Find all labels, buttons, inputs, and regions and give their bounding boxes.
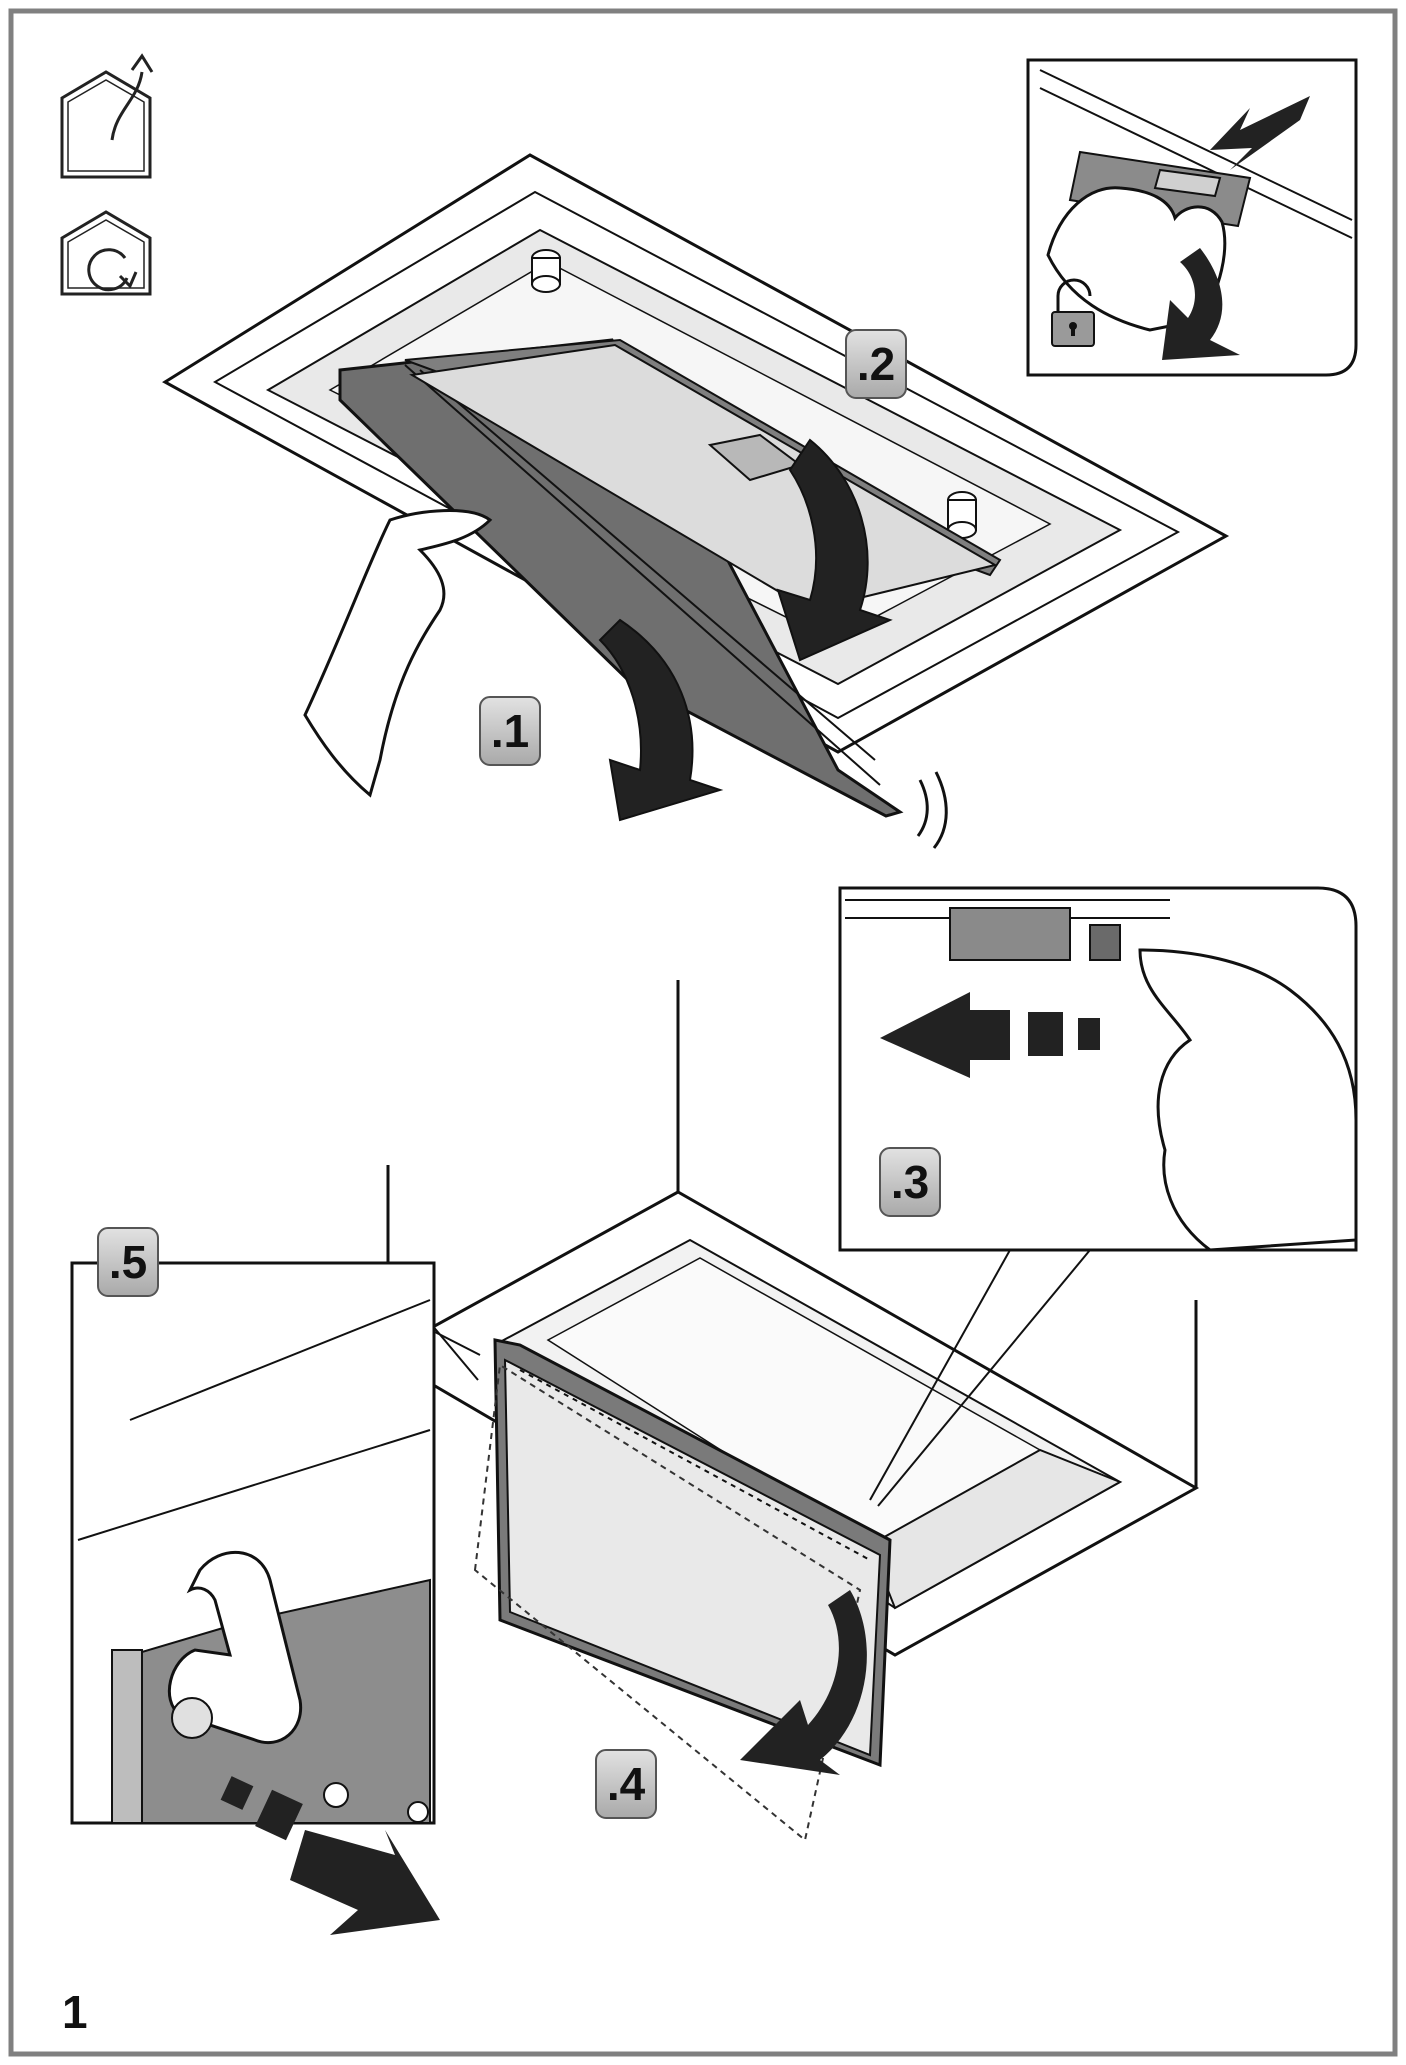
step-label: .2 xyxy=(857,338,895,390)
page-number: 1 xyxy=(62,1986,88,2038)
ceiling-hood-bottom xyxy=(299,980,1200,1842)
arrow-5 xyxy=(290,1830,440,1935)
hand-top xyxy=(303,509,493,798)
recirculation-icon xyxy=(60,210,152,296)
arrow-3 xyxy=(880,992,1010,1078)
ceiling-hood-top xyxy=(162,153,1230,849)
step-label: .3 xyxy=(891,1156,929,1208)
step-badge-4: .4 xyxy=(595,1749,657,1819)
padlock-open-icon xyxy=(1051,278,1095,347)
step-label: .1 xyxy=(491,705,529,757)
step-badge-5: .5 xyxy=(97,1227,159,1297)
step-badge-1: .1 xyxy=(479,696,541,766)
step-label: .4 xyxy=(607,1758,646,1810)
step-badge-2: .2 xyxy=(845,329,907,399)
inset-hinge xyxy=(70,1261,440,1935)
arrow-1 xyxy=(598,618,724,822)
inset-latch xyxy=(838,886,1358,1252)
step-label: .5 xyxy=(109,1236,147,1288)
inset-unlock xyxy=(1026,58,1358,377)
step-badge-3: .3 xyxy=(879,1147,941,1217)
arrow-4 xyxy=(740,1590,867,1775)
exhaust-out-icon xyxy=(60,53,154,179)
page-frame xyxy=(8,8,1398,2057)
arrow-2 xyxy=(776,438,893,662)
